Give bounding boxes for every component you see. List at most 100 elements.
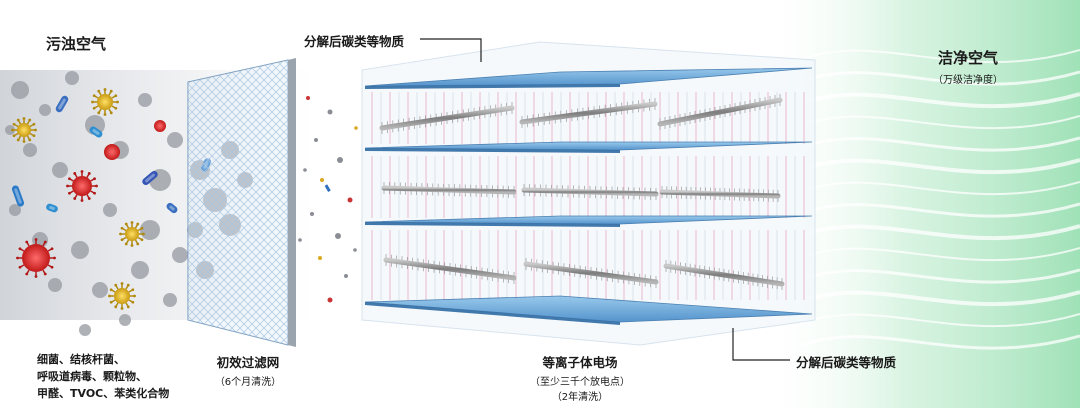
virus-particle [119,221,145,247]
filter-label: 初效过滤网 （6个月清洗） [198,352,298,388]
bacterium [166,202,178,214]
small-particle [318,256,322,260]
collector-plate [364,141,813,151]
pollutant-line: 细菌、结核杆菌、 [37,353,125,366]
dust-particle [131,261,149,279]
virus-particle [91,88,119,116]
wind-streak [799,247,1080,262]
electrode-rod [519,98,658,128]
dust-particle [103,203,117,217]
small-particle [310,212,314,216]
small-particle [306,96,310,100]
red-spore [154,120,166,132]
plate-edge [365,84,620,89]
filter-title: 初效过滤网 [216,355,280,370]
dust-particle [5,125,15,135]
pollutant-line: 甲醛、TVOC、苯类化合物 [37,387,170,400]
dust-particle [9,204,21,216]
dust-particle [140,220,160,240]
wind-streak [799,334,1080,350]
plasma-note-points: （至少三千个放电点） [530,377,630,388]
bacterium [89,126,103,138]
discharge-lines [371,92,805,300]
clean-air-title: 洁净空气 [937,49,998,67]
electrode-rods [379,94,785,290]
wind-streak [799,136,1080,152]
small-particle [344,274,348,278]
bottom-decomposition-label: 分解后碳类等物质 [796,355,897,370]
electrode-rod [523,258,659,288]
plate-edge [365,222,620,227]
electrode-rod [381,182,517,198]
plasma-title: 等离子体电场 [542,355,618,370]
dust-particle [172,247,188,263]
plasma-note-clean: （2年清洗） [551,392,609,403]
dust-particle [48,278,62,292]
collector-plate [364,215,813,225]
filtered-particles [298,96,358,303]
red-spore [104,144,120,160]
small-particle [353,248,357,252]
small-particle [314,138,318,142]
virus-particle [16,238,56,278]
small-particle [354,126,358,130]
virus-particle [66,170,98,202]
small-particle [347,197,353,203]
small-bacterium [324,184,331,192]
small-particle [337,157,343,163]
wind-streak [799,313,1080,328]
wind-streak [799,202,1080,218]
bottom-leader-line [732,328,790,361]
electrode-rod [657,94,783,130]
wind-streak [799,70,1080,86]
dust-particle [163,293,177,307]
dust-particle [23,143,37,157]
electrode-rod [383,254,517,284]
filter-note: （6个月清洗） [214,377,282,388]
dust-particle [92,282,108,298]
small-particle [298,238,302,242]
collector-plate [364,67,813,87]
small-particle [327,109,333,115]
clean-air-note: （万级洁净度） [933,75,1003,86]
virus-particle [11,117,37,143]
electrode-rod [521,184,659,200]
plasma-reactor [361,41,816,346]
dust-particle [79,324,91,336]
bacterium [55,95,69,113]
dust-particle [39,104,51,116]
top-leader-line [420,38,482,62]
collector-plates [364,67,813,325]
dust-particle [71,241,89,259]
bacterium [46,203,58,213]
top-decomposition-label: 分解后碳类等物质 [304,34,405,49]
small-particle [303,168,307,172]
dust-particle [65,71,79,85]
pollutant-list: 细菌、结核杆菌、 呼吸道病毒、颗粒物、 甲醛、TVOC、苯类化合物 [37,351,169,402]
electrode-rod [663,260,785,290]
wind-streak [799,268,1080,284]
virus-particle [108,282,136,310]
wind-streak [799,158,1080,175]
dust-particle [11,81,29,99]
small-particle [320,178,324,182]
wind-streak [799,181,1080,196]
wind-streak [799,290,1080,307]
plate-edge [365,148,620,153]
wind-streak [799,92,1080,109]
wind-streak [799,224,1080,241]
clean-air-label: 洁净空气 （万级洁净度） [928,47,1008,86]
polluted-air-title: 污浊空气 [46,35,107,53]
dust-particle [167,132,183,148]
bacterium [11,185,25,207]
dust-particle [52,162,68,178]
wind-streak [799,49,1080,64]
dust-particle [119,314,131,326]
bacterium [142,170,158,186]
small-particle [327,297,333,303]
pollutant-line: 呼吸道病毒、颗粒物、 [37,370,147,383]
electrode-rod [659,186,781,202]
plate-edge [365,302,620,325]
plasma-label: 等离子体电场 （至少三千个放电点） （2年清洗） [500,352,660,403]
